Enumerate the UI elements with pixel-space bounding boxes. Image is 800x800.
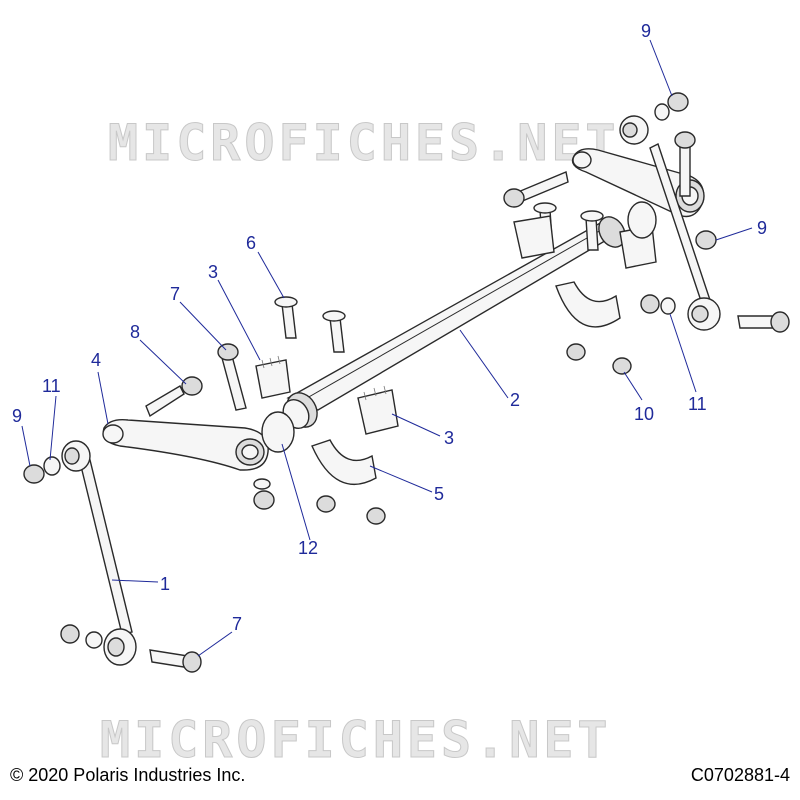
bolt-right-link	[737, 311, 790, 333]
copyright-text: © 2020 Polaris Industries Inc.	[10, 765, 246, 785]
nut-9-top-right	[667, 92, 689, 112]
clamp-right	[555, 281, 621, 328]
callout-11-left: 11	[42, 376, 61, 396]
bolt-lower-left	[149, 649, 202, 673]
nut-link-bottom	[60, 624, 80, 644]
bushing-left-lower	[357, 385, 399, 435]
callout-9-left: 9	[12, 406, 22, 426]
callout-7-upper: 7	[170, 284, 180, 304]
callout-11-right: 11	[688, 394, 707, 414]
nut-10-right	[612, 357, 632, 375]
stabilizer-bar	[282, 216, 626, 430]
nut-lower-left-b	[316, 495, 336, 513]
o-ring-right	[627, 201, 657, 239]
o-ring-left	[261, 411, 295, 453]
nut-right-b	[566, 343, 586, 361]
callout-9-top: 9	[641, 21, 651, 41]
nut-9-mid-right	[695, 230, 717, 250]
callout-4: 4	[91, 350, 101, 370]
callout-7-lower: 7	[232, 614, 242, 634]
left-stabilizer-arm	[102, 418, 269, 471]
washer-lower-left	[253, 478, 271, 490]
pin-left-b	[322, 310, 346, 353]
callout-3-lower: 3	[444, 428, 454, 448]
nut-lower-left-c	[366, 507, 386, 525]
bolt-upper-right	[674, 131, 696, 197]
bolt-upper-left	[217, 343, 247, 411]
diagram-code: C0702881-4	[690, 765, 790, 785]
nut-9-left	[23, 464, 45, 484]
callout-2: 2	[510, 390, 520, 410]
callouts: 9 9 6 3 7 8 4 2 11 9 10 11 3 5 12 1 7	[12, 21, 767, 634]
bushing-right-upper	[513, 215, 555, 259]
callout-12: 12	[298, 538, 318, 558]
callout-9-right: 9	[757, 218, 767, 238]
washer-top-right	[654, 103, 670, 121]
watermark-bottom: MICROFICHES.NET	[100, 711, 612, 769]
pin-left-a	[274, 296, 298, 339]
callout-5: 5	[434, 484, 444, 504]
callout-1: 1	[160, 574, 170, 594]
callout-10: 10	[634, 404, 654, 424]
nut-right-link	[640, 294, 660, 314]
bushing-left-upper	[255, 355, 291, 399]
left-end-link	[61, 440, 137, 666]
watermark-top: MICROFICHES.NET	[108, 114, 620, 172]
clamp-left	[311, 439, 377, 486]
nut-lower-left-a	[253, 490, 275, 510]
bolt-right-arm	[503, 171, 569, 208]
right-end-link	[619, 115, 721, 331]
washer-11-left	[43, 456, 61, 476]
leader-lines	[21, 39, 753, 657]
washer-11-right	[660, 297, 676, 315]
long-bolt-left	[145, 376, 203, 418]
callout-8: 8	[130, 322, 140, 342]
pin-right-b	[580, 210, 604, 251]
callout-6: 6	[246, 233, 256, 253]
washer-link-bottom	[85, 631, 103, 649]
callout-3-upper: 3	[208, 262, 218, 282]
